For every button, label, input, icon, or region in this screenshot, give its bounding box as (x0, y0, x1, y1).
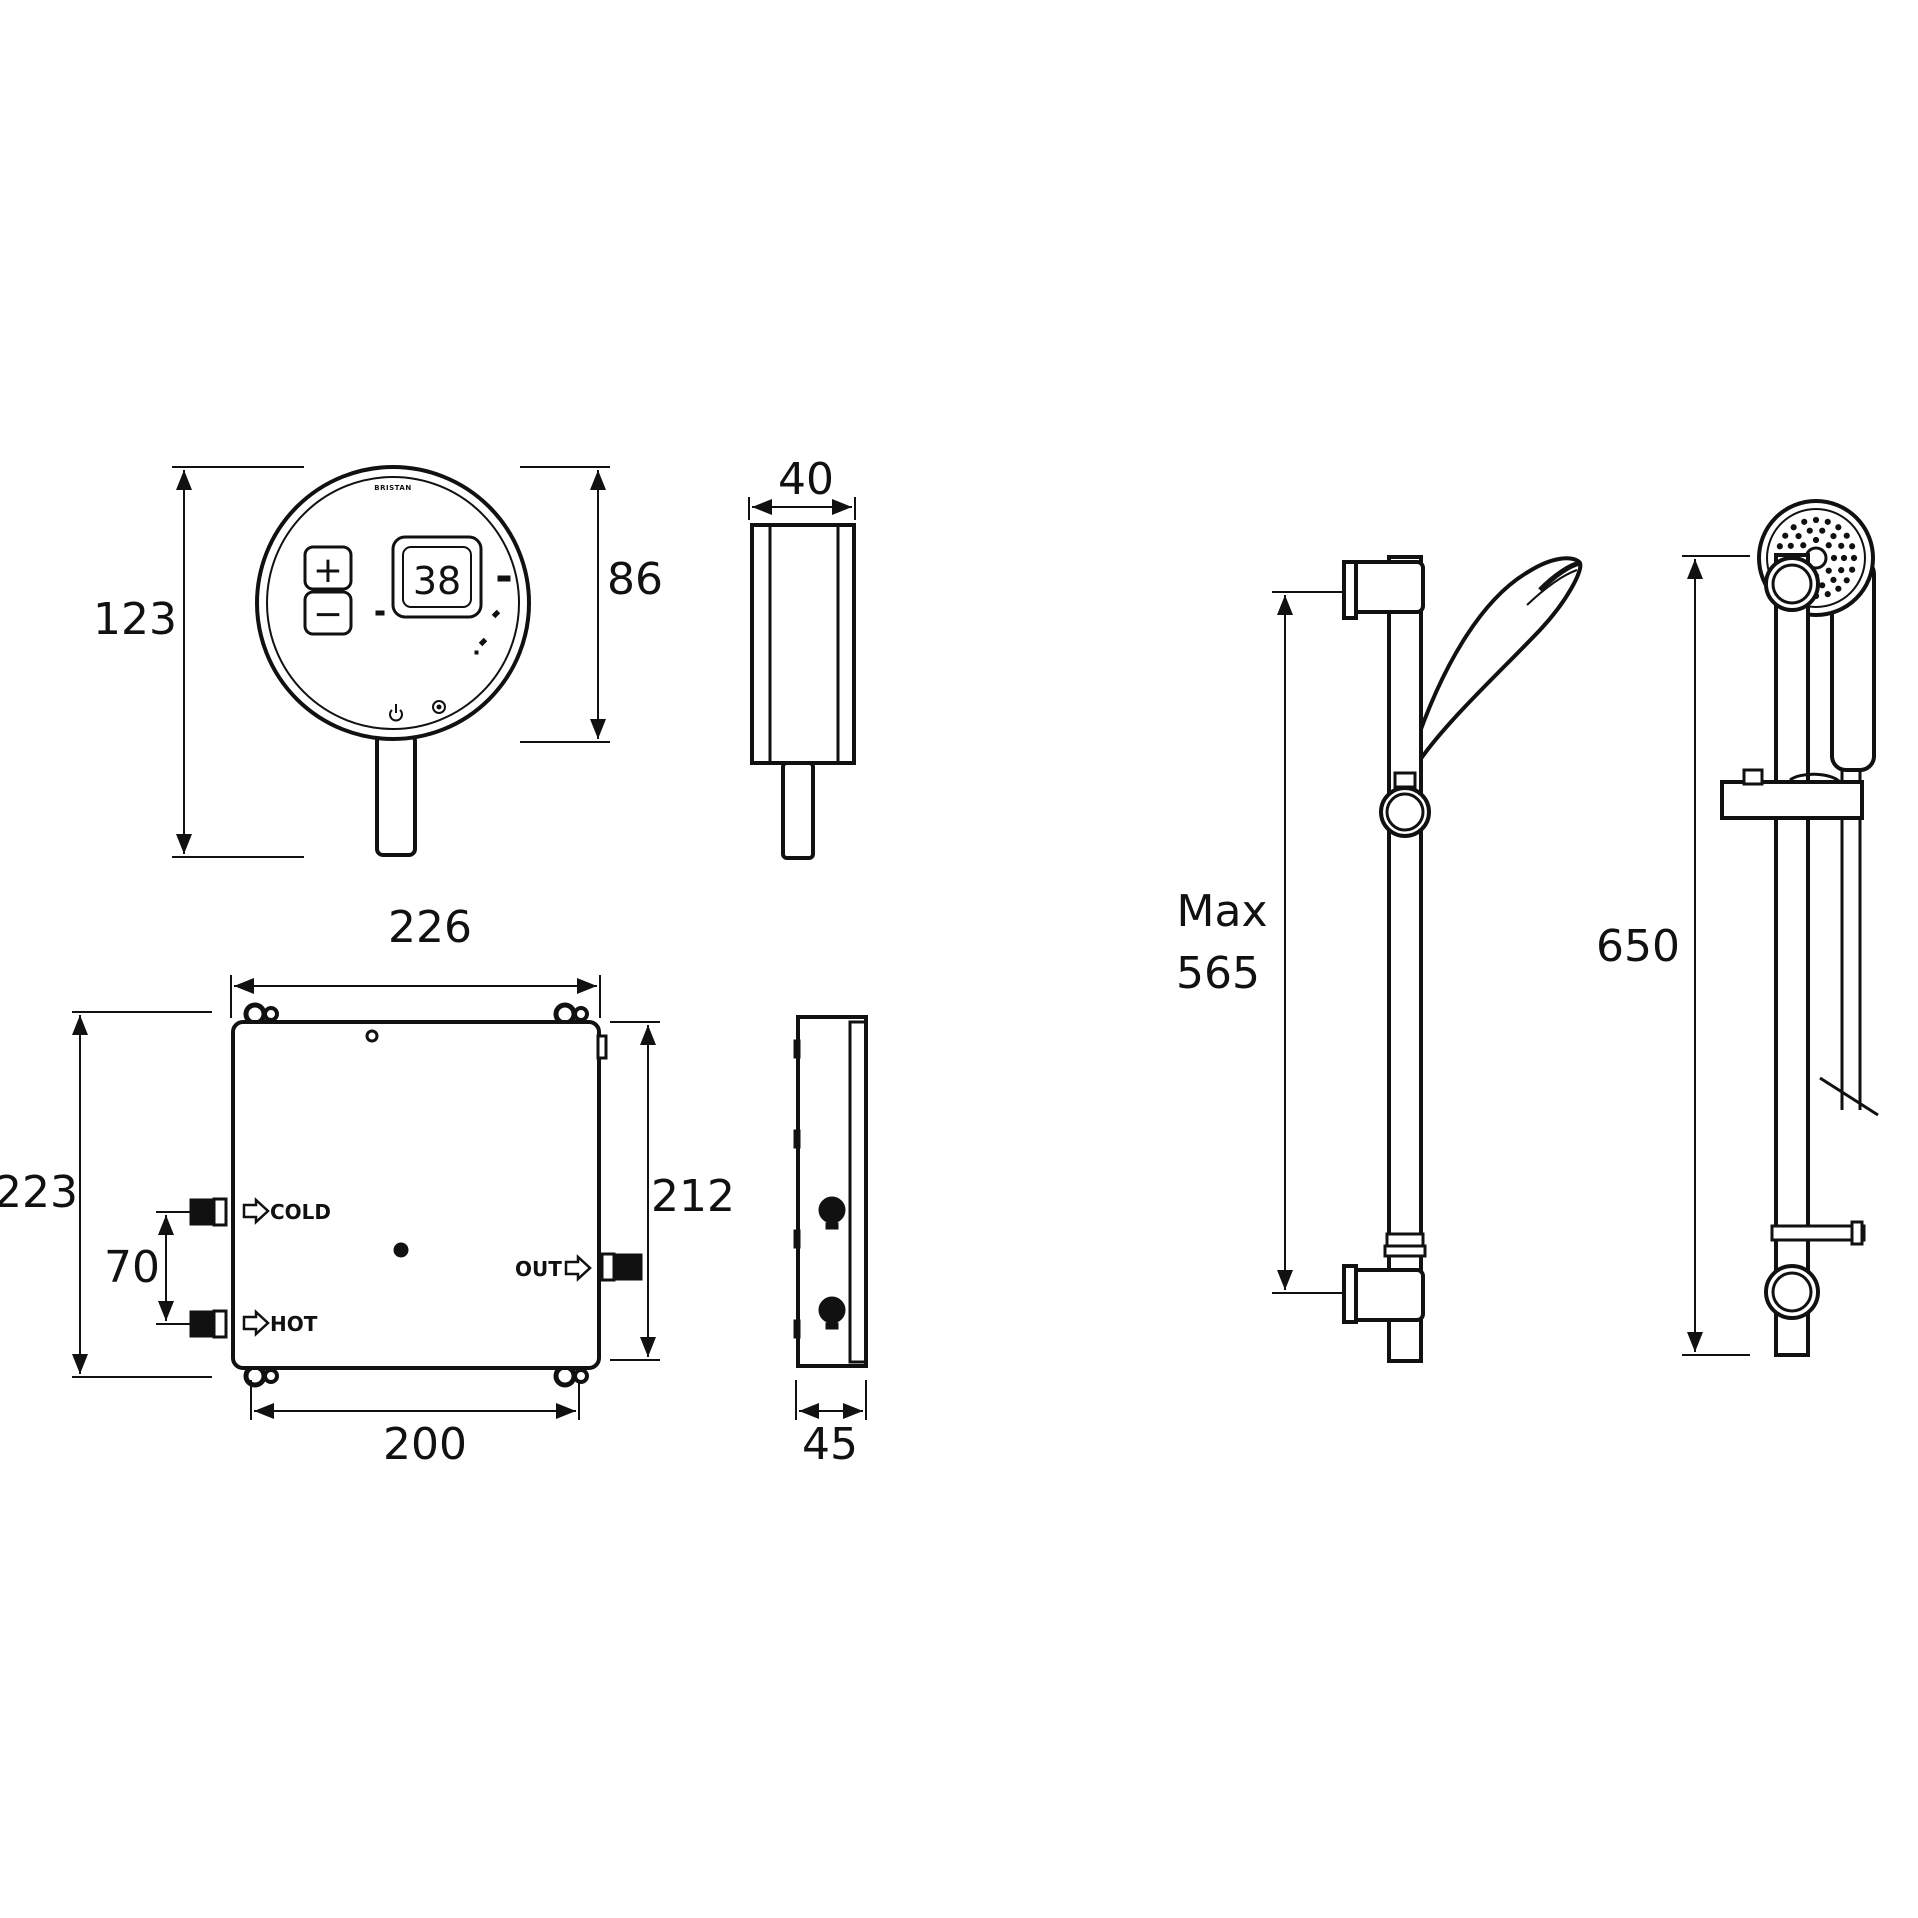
arrow-right-icon (242, 1197, 270, 1225)
dim-power-height-inner: 212 (610, 1021, 735, 1361)
label-cold: COLD (270, 1200, 331, 1224)
dim-200: 200 (383, 1419, 467, 1470)
dim-power-depth: 45 (795, 1380, 867, 1470)
nozzle-dot (1840, 554, 1848, 562)
dim-max-value: 565 (1176, 948, 1260, 999)
dim-123: 123 (93, 594, 177, 645)
dim-max-565: Max 565 (1176, 591, 1345, 1294)
dim-650: 650 (1596, 921, 1680, 972)
control-dial-inner-ring (266, 476, 520, 730)
label-hot: HOT (270, 1312, 318, 1336)
nozzle-dot (1801, 518, 1808, 525)
power-unit-side (793, 1015, 868, 1368)
nozzle-dot (1838, 542, 1845, 549)
dim-226: 226 (388, 902, 472, 953)
nozzle-dot (1782, 532, 1789, 539)
dim-power-width-bottom: 200 (250, 1380, 580, 1470)
dim-inlet-spacing: 70 (104, 1211, 190, 1325)
dim-223: 223 (0, 1167, 78, 1218)
nozzle-dot (1819, 527, 1826, 534)
nozzle-dot (1795, 533, 1802, 540)
nozzle-dot (1849, 566, 1856, 573)
nozzle-dot (1787, 542, 1794, 549)
nozzle-dot (1806, 527, 1813, 534)
label-out: OUT (515, 1257, 562, 1281)
minus-button-icon: − (313, 594, 343, 635)
nozzle-dot (1843, 577, 1850, 584)
plus-button-icon: + (313, 550, 343, 591)
minus-tick (375, 610, 385, 616)
dim-70: 70 (104, 1242, 160, 1293)
nozzle-dot (1824, 518, 1831, 525)
nozzle-dot (1824, 591, 1831, 598)
plus-button[interactable]: + (303, 545, 353, 591)
power-unit-front: COLD HOT OUT (189, 1002, 643, 1388)
minus-button[interactable]: − (303, 590, 353, 636)
nozzle-dot (1776, 543, 1783, 550)
dim-total-650: 650 (1596, 555, 1750, 1356)
nozzle-dot (1850, 554, 1858, 562)
dim-power-height-outer: 223 (0, 1011, 212, 1378)
brand-label: BRISTAN (374, 484, 411, 492)
dim-power-width-top: 226 (230, 902, 601, 1018)
center-screw (393, 1242, 409, 1258)
arrow-right-icon (564, 1254, 592, 1282)
rail-bar (1387, 555, 1423, 1363)
dim-control-total-height: 123 (93, 466, 304, 858)
power-unit-body (231, 1020, 601, 1370)
slider-bracket (1720, 780, 1864, 820)
control-unit-side (750, 523, 856, 860)
top-hole (365, 1029, 379, 1043)
nozzle-dot (1819, 582, 1826, 589)
nozzle-dot (1825, 542, 1832, 549)
handset (1410, 556, 1583, 764)
nozzle-dot (1790, 524, 1797, 531)
temperature-display: 38 (391, 535, 483, 619)
display-tick (497, 575, 511, 582)
rail-bar (1774, 553, 1810, 1357)
nozzle-dot (1825, 567, 1832, 574)
indicator-mark (474, 650, 479, 655)
indicator-mark (491, 609, 501, 619)
nozzle-dot (1830, 576, 1837, 583)
power-icon[interactable] (389, 704, 403, 722)
nozzle-dot (1800, 542, 1807, 549)
nozzle-dot (1835, 524, 1842, 531)
dim-40: 40 (778, 454, 834, 505)
nozzle-dot (1812, 536, 1820, 544)
nozzle-dot (1843, 532, 1850, 539)
nozzle-dot (1835, 585, 1842, 592)
nozzle-dot (1812, 516, 1820, 524)
nozzle-dot (1849, 543, 1856, 550)
display-value: 38 (413, 559, 461, 603)
hot-inlet: HOT (189, 1309, 318, 1339)
indicator-mark (478, 637, 488, 647)
nozzle-dot (1838, 567, 1845, 574)
nozzle-dot (1830, 533, 1837, 540)
dim-86: 86 (607, 554, 663, 605)
dim-control-face-height: 86 (520, 466, 663, 743)
riser-rail-front (1342, 555, 1583, 1363)
dim-45: 45 (802, 1419, 858, 1470)
dim-control-depth: 40 (748, 454, 856, 520)
outlet: OUT (515, 1252, 643, 1282)
nozzle-dot (1830, 554, 1838, 562)
cold-inlet: COLD (189, 1197, 331, 1227)
dim-212: 212 (651, 1171, 735, 1222)
dim-max-label: Max (1177, 886, 1268, 937)
riser-rail-side (1720, 499, 1879, 1357)
control-unit-front: BRISTAN + − 38 (255, 465, 531, 857)
control-stem (375, 733, 417, 857)
arrow-right-icon (242, 1309, 270, 1337)
mode-icon[interactable] (432, 700, 446, 714)
